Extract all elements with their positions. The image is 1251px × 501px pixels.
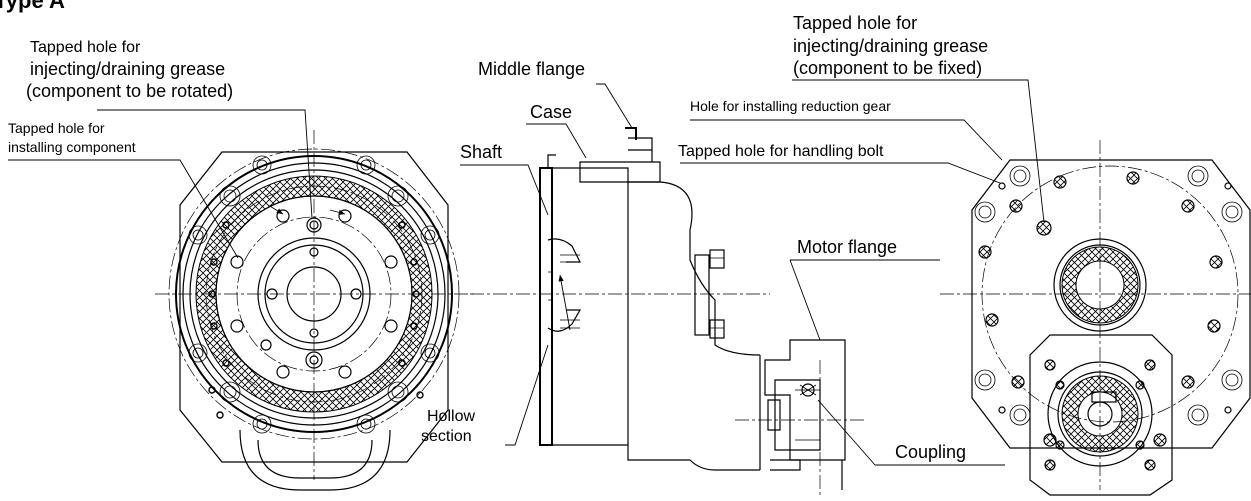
label-motor-flange: Motor flange: [797, 237, 897, 257]
side-section-view: [470, 127, 865, 495]
label-shaft: Shaft: [460, 142, 502, 162]
label-hollow-line1: Hollow: [427, 408, 475, 425]
figure-title: Type A: [0, 0, 65, 13]
label-grease-fixed-line3: (component to be fixed): [793, 58, 982, 78]
labels: Tapped hole for injecting/draining greas…: [8, 13, 988, 462]
label-grease-rotated-line2: injecting/draining grease: [30, 59, 225, 79]
label-installing-component-line1: Tapped hole for: [8, 120, 105, 136]
label-grease-rotated-line1: Tapped hole for: [30, 39, 141, 56]
label-coupling: Coupling: [895, 442, 966, 462]
label-handling-bolt: Tapped hole for handling bolt: [678, 143, 884, 160]
label-middle-flange: Middle flange: [478, 59, 585, 79]
label-case: Case: [530, 102, 572, 122]
label-hollow-line2: section: [421, 428, 472, 445]
label-grease-fixed-line1: Tapped hole for: [793, 13, 917, 33]
label-hole-reduction-gear: Hole for installing reduction gear: [690, 98, 891, 114]
rear-view: [940, 140, 1251, 496]
label-grease-fixed-line2: injecting/draining grease: [793, 36, 988, 56]
label-installing-component-line2: installing component: [8, 139, 136, 155]
front-view: [155, 130, 475, 491]
label-grease-rotated-line3: (component to be rotated): [26, 81, 233, 101]
